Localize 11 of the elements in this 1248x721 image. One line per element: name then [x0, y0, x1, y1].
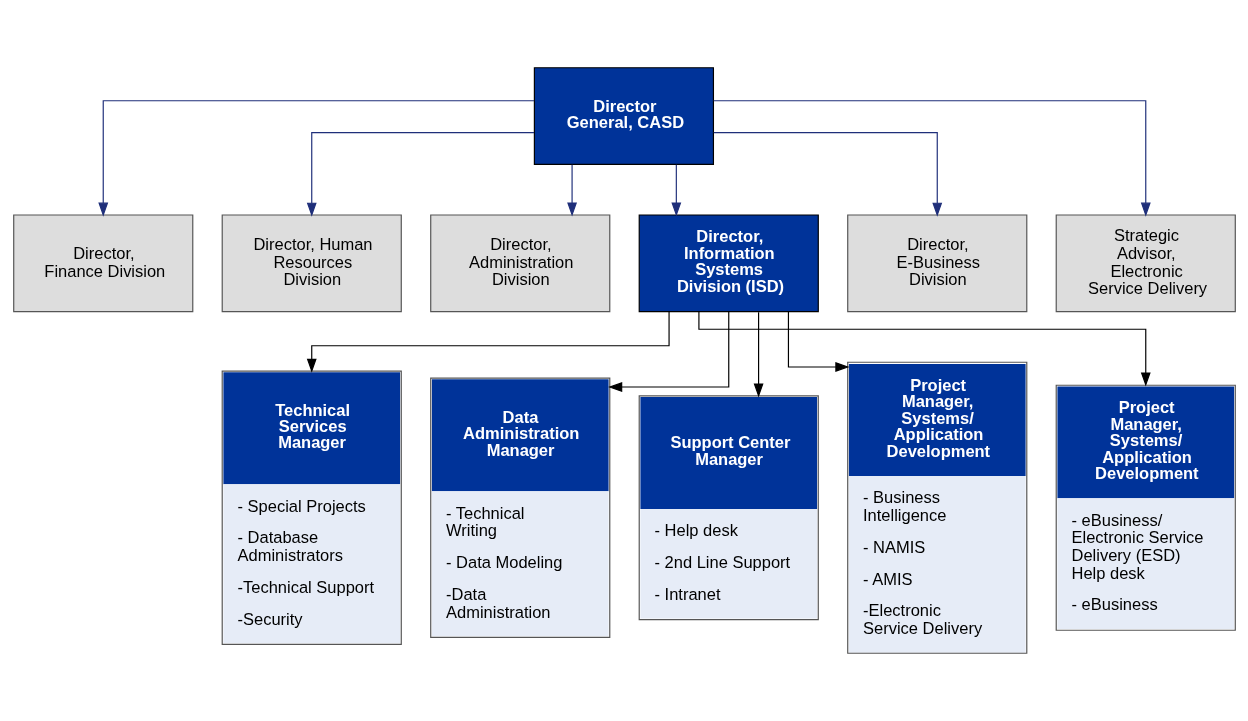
arrow	[712, 131, 942, 217]
arrow	[670, 164, 681, 217]
arrow	[97, 100, 535, 217]
arrow	[712, 100, 1151, 217]
arrow	[787, 311, 849, 372]
arrow	[566, 164, 577, 217]
arrow	[753, 311, 764, 398]
arrow	[697, 311, 1151, 387]
arrow	[306, 131, 535, 217]
arrow	[607, 311, 729, 392]
arrow	[306, 311, 670, 373]
